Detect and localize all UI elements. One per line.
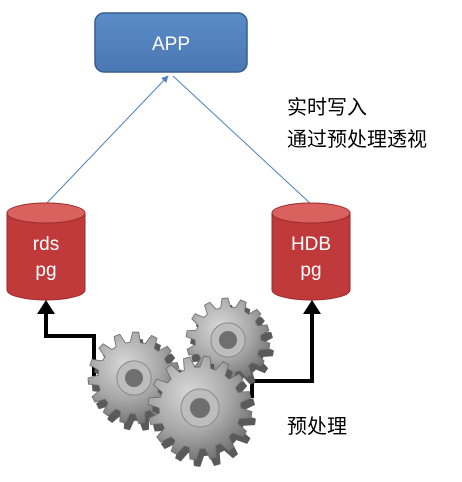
annotation-line-1: 实时写入 <box>287 95 367 119</box>
arrow-head-hdb <box>303 300 321 314</box>
arrow-gears-to-rds <box>44 312 96 376</box>
database-cylinder-icon <box>271 212 351 301</box>
app-box[interactable]: APP <box>94 12 248 73</box>
process-label: 预处理 <box>287 414 347 438</box>
app-box-label: APP <box>152 34 190 55</box>
database-top <box>271 202 351 224</box>
database-rds-pg[interactable]: rds pg <box>6 202 86 301</box>
arrow-head-rds <box>37 300 55 314</box>
database-top <box>6 202 86 224</box>
connector-left-to-app <box>44 75 169 206</box>
app-box-shape <box>94 12 248 73</box>
connector-right-to-app <box>172 75 313 206</box>
arrow-gears-to-hdb <box>250 312 314 398</box>
database-name: HDB <box>291 234 331 255</box>
annotation-line-2: 通过预处理透视 <box>287 127 427 151</box>
database-type: pg <box>300 260 321 281</box>
database-name: rds <box>33 234 59 255</box>
database-hdb-pg[interactable]: HDB pg <box>271 202 351 301</box>
gear-front <box>147 355 256 467</box>
database-cylinder-icon <box>6 212 86 301</box>
gears-icon <box>87 297 274 467</box>
database-type: pg <box>35 260 56 281</box>
